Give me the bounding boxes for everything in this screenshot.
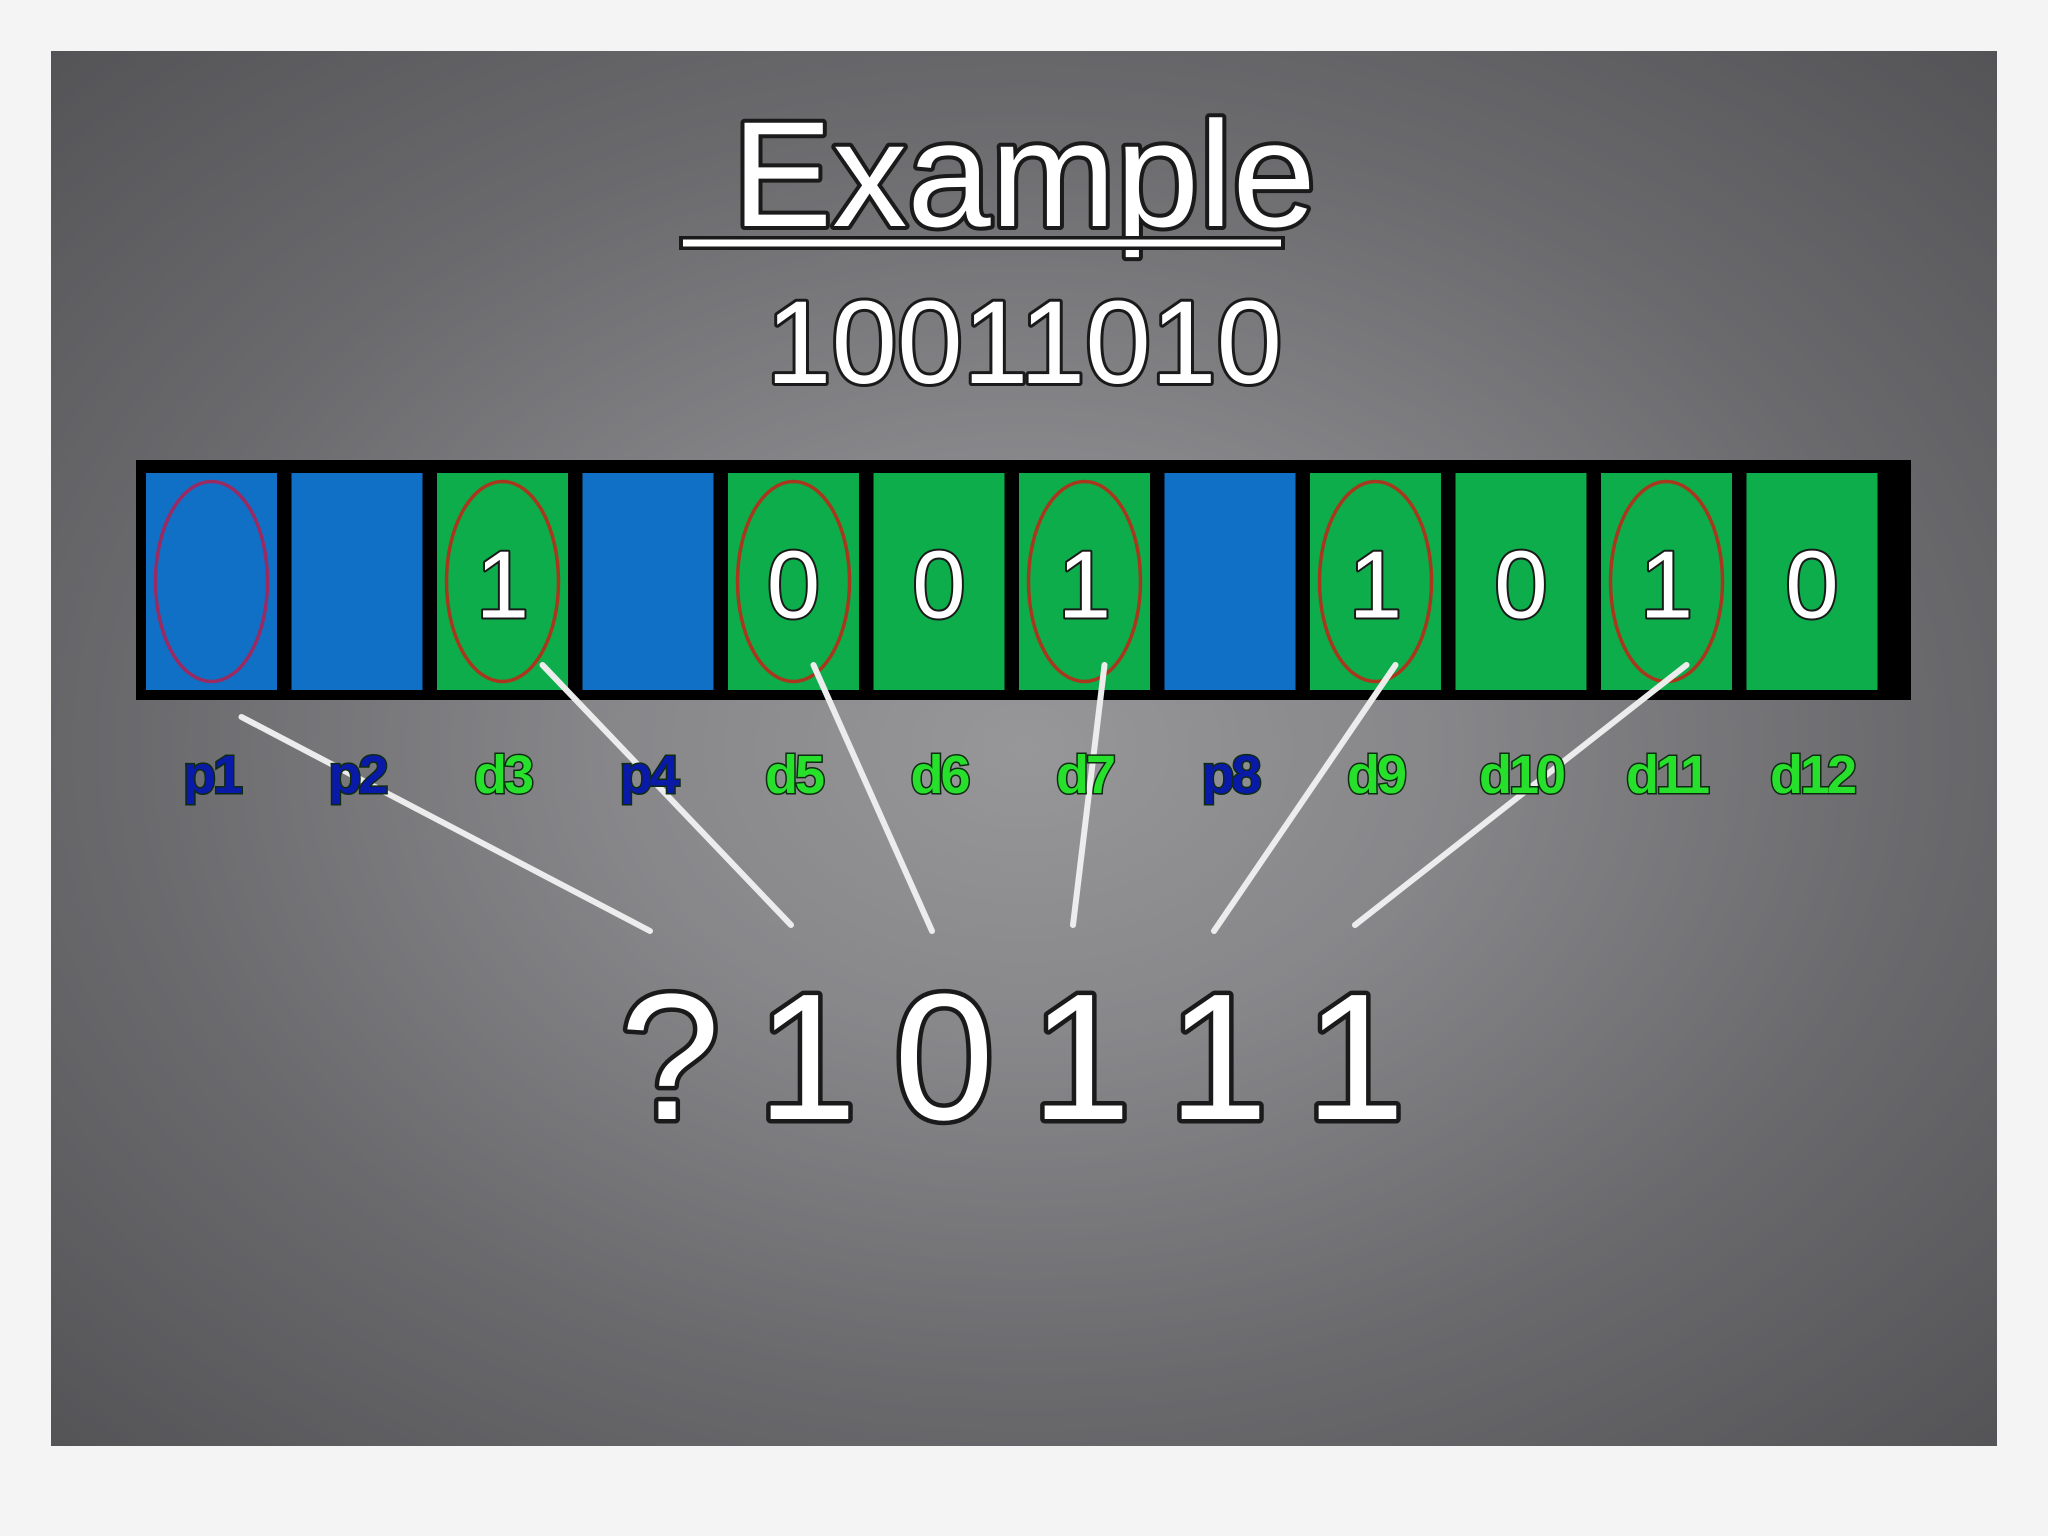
connector-d5 — [810, 662, 935, 934]
circle-marker-p1 — [153, 479, 270, 684]
cell-value-d5: 0 — [767, 532, 820, 639]
result-digit-6: 1 — [1305, 957, 1405, 1158]
cell-value-d7: 1 — [1058, 532, 1111, 639]
connector-d3 — [539, 662, 794, 928]
connector-d7 — [1070, 662, 1108, 928]
position-label-d9: d9 — [1347, 745, 1406, 805]
cell-value-d3: 1 — [476, 532, 529, 639]
connector-d11 — [1352, 662, 1690, 928]
position-label-d6: d6 — [910, 745, 969, 805]
result-digit-3: 0 — [894, 957, 994, 1158]
result-digit-1: ? — [620, 957, 720, 1158]
position-label-p2: p2 — [328, 745, 386, 805]
position-label-p4: p4 — [619, 745, 679, 805]
cell-p2 — [291, 473, 423, 690]
cell-value-d9: 1 — [1349, 532, 1402, 639]
slide-title: Example — [732, 90, 1316, 258]
connector-lines — [238, 662, 1690, 934]
cell-p4 — [582, 473, 714, 690]
position-label-d7: d7 — [1056, 745, 1114, 805]
cell-d7 — [1019, 473, 1150, 690]
cell-d6 — [873, 473, 1005, 690]
result-digit-4: 1 — [1031, 957, 1131, 1158]
cell-d9 — [1310, 473, 1441, 690]
result-digit-2: 1 — [757, 957, 857, 1158]
cell-d3 — [437, 473, 568, 690]
cell-d5 — [728, 473, 859, 690]
position-label-p8: p8 — [1201, 745, 1260, 805]
cell-value-d10: 0 — [1494, 532, 1547, 639]
position-label-p1: p1 — [183, 745, 242, 805]
position-label-d5: d5 — [765, 745, 824, 805]
cell-d11 — [1601, 473, 1732, 690]
cell-value-d12: 0 — [1785, 532, 1838, 639]
circle-marker-d5 — [735, 479, 852, 684]
cell-value-d6: 0 — [912, 532, 965, 639]
cell-value-d11: 1 — [1640, 532, 1693, 639]
position-label-d11: d11 — [1626, 745, 1709, 805]
cell-p8 — [1164, 473, 1296, 690]
data-word: 10011010 — [766, 277, 1282, 409]
circle-marker-d3 — [444, 479, 561, 684]
cell-d12 — [1746, 473, 1878, 690]
circle-marker-d9 — [1317, 479, 1434, 684]
cell-d10 — [1455, 473, 1587, 690]
circle-marker-d7 — [1026, 479, 1143, 684]
position-label-d10: d10 — [1479, 745, 1564, 805]
position-label-d3: d3 — [474, 745, 533, 805]
position-labels: p1 p2 d3 p4 d5 d6 d7 p8 d9 d10 d11 d12 — [181, 744, 1859, 807]
connector-d9 — [1211, 662, 1399, 934]
cell-p1 — [146, 473, 277, 690]
connector-p1 — [238, 714, 653, 934]
result-digit-5: 1 — [1168, 957, 1268, 1158]
position-label-d12: d12 — [1770, 745, 1855, 805]
